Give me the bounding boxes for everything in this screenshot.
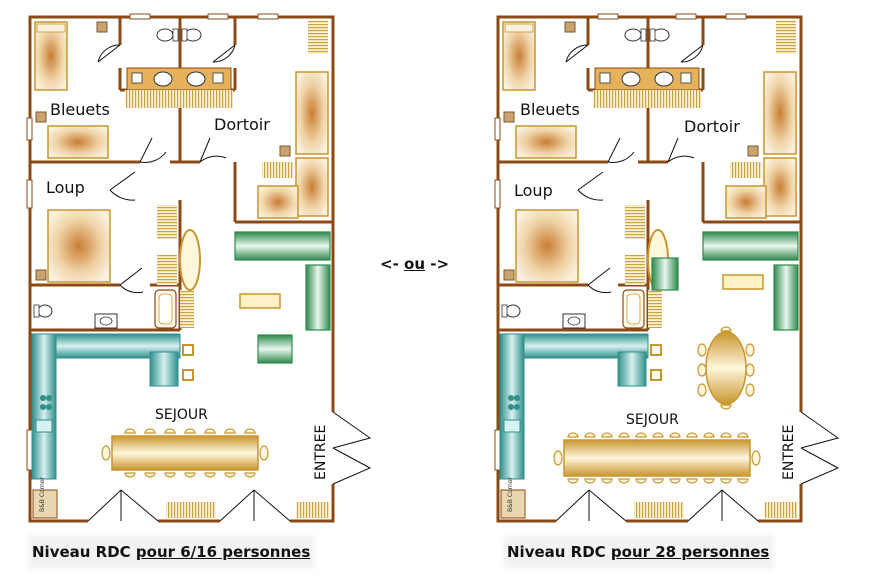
room-label-loup: Loup [514,181,553,200]
caption-left-capacity: pour 6/16 personnes [135,543,311,561]
caption-right-capacity: pour 28 personnes [610,543,770,561]
plan-left: Bleuets Dortoir Loup SEJOUR ENTREE B&B C… [25,12,372,526]
room-label-entree: ENTREE [781,425,797,480]
room-label-dortoir: Dortoir [214,115,270,134]
room-label-bleuets: Bleuets [50,100,110,119]
bb-corner-label: B&B Corner [39,476,46,512]
plan-right: Bleuets Dortoir Loup SEJOUR ENTREE B&B C… [493,12,840,526]
separator-word: ou [404,255,426,273]
room-label-dortoir: Dortoir [684,117,740,136]
room-label-loup: Loup [46,178,85,197]
room-label-bleuets: Bleuets [520,100,580,119]
separator-arrow-left: <- [380,255,405,273]
room-label-sejour: SEJOUR [626,412,679,428]
separator-arrow-right: -> [425,255,450,273]
bb-corner-label: B&B Corner [507,476,514,512]
caption-left-prefix: Niveau RDC [32,543,136,561]
room-label-sejour: SEJOUR [155,407,208,423]
caption-left: Niveau RDC pour 6/16 personnes [32,539,311,565]
caption-right: Niveau RDC pour 28 personnes [507,539,770,565]
room-label-entree: ENTREE [313,425,329,480]
caption-right-prefix: Niveau RDC [507,543,611,561]
separator-label: <- ou -> [380,255,449,273]
